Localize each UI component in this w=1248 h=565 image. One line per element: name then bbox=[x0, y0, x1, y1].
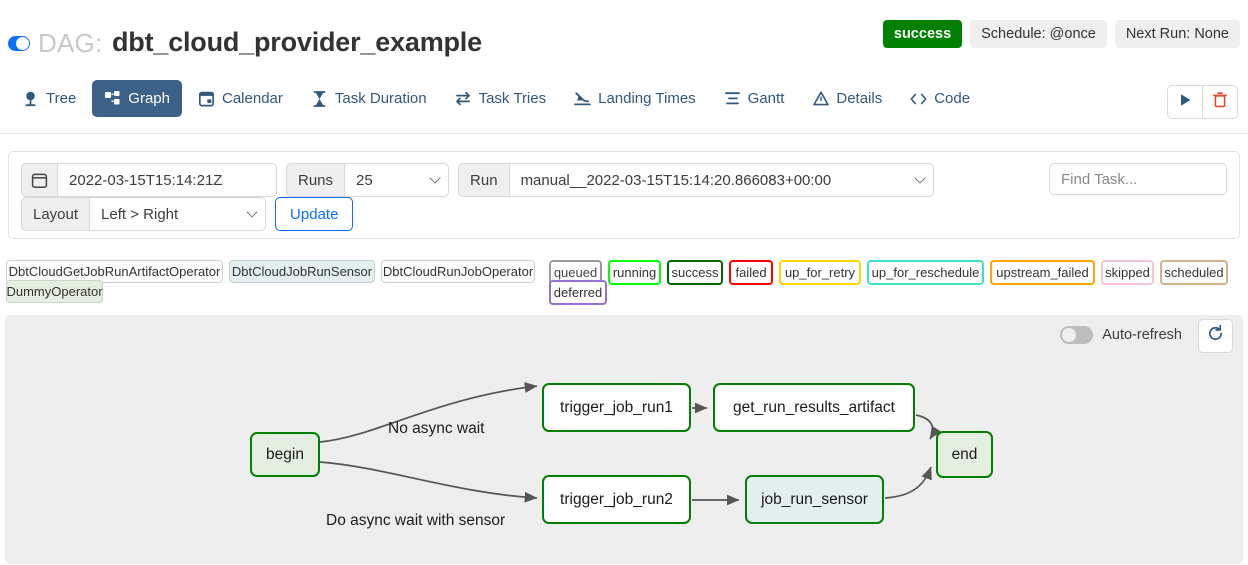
graph-node-begin[interactable]: begin bbox=[250, 432, 320, 477]
layout-select[interactable]: Left > Right bbox=[89, 197, 267, 231]
legend-state-item[interactable]: up_for_retry bbox=[779, 260, 861, 285]
page-title: dbt_cloud_provider_example bbox=[112, 27, 482, 57]
layout-label: Layout bbox=[21, 197, 90, 231]
graph-icon bbox=[104, 90, 121, 107]
tab-gantt[interactable]: Gantt bbox=[712, 80, 797, 117]
tab-code[interactable]: Code bbox=[898, 80, 982, 117]
schedule-badge[interactable]: Schedule: @once bbox=[970, 20, 1107, 49]
layout-group: Layout Left > Right bbox=[21, 197, 267, 231]
dag-paused-toggle[interactable] bbox=[8, 36, 30, 51]
graph-edges bbox=[319, 382, 942, 506]
tab-label: Tree bbox=[46, 90, 77, 107]
legend-state-item[interactable]: failed bbox=[729, 260, 773, 285]
dag-status-badges: success Schedule: @once Next Run: None bbox=[882, 20, 1240, 49]
next-run-badge: Next Run: None bbox=[1114, 20, 1240, 49]
filter-row-secondary: Layout Left > Right Update bbox=[21, 197, 354, 231]
filter-bar: 2022-03-15T15:14:21Z Runs 25 Run manual_… bbox=[8, 151, 1240, 239]
tab-tree[interactable]: Tree bbox=[10, 80, 88, 117]
graph-legend: DbtCloudGetJobRunArtifactOperator DbtClou… bbox=[0, 258, 1248, 555]
runs-label: Runs bbox=[286, 163, 345, 197]
trash-icon bbox=[1213, 91, 1227, 113]
update-button[interactable]: Update bbox=[275, 197, 354, 231]
graph-node-job_run_sensor[interactable]: job_run_sensor bbox=[745, 475, 884, 524]
tab-label: Task Tries bbox=[478, 90, 547, 107]
base-date-group: 2022-03-15T15:14:21Z bbox=[21, 163, 277, 197]
header-divider bbox=[0, 133, 1248, 134]
tab-task-duration[interactable]: Task Duration bbox=[299, 80, 439, 117]
auto-refresh-toggle[interactable] bbox=[1060, 326, 1094, 344]
auto-refresh-control: Auto-refresh bbox=[1060, 326, 1182, 344]
tab-details[interactable]: Details bbox=[800, 80, 894, 117]
gantt-icon bbox=[724, 90, 741, 107]
tab-label: Gantt bbox=[747, 90, 785, 107]
legend-operator-item[interactable]: DbtCloudGetJobRunArtifactOperator bbox=[6, 260, 223, 283]
tab-label: Graph bbox=[128, 90, 170, 107]
code-icon bbox=[910, 90, 927, 107]
auto-refresh-label: Auto-refresh bbox=[1102, 327, 1182, 343]
tab-label: Code bbox=[934, 90, 971, 107]
trigger-dag-button[interactable] bbox=[1168, 86, 1202, 118]
find-task-input[interactable]: Find Task... bbox=[1049, 163, 1227, 195]
dag-action-buttons bbox=[1167, 85, 1238, 119]
tab-label: Calendar bbox=[222, 90, 283, 107]
legend-operator-item[interactable]: DbtCloudJobRunSensor bbox=[229, 260, 375, 283]
status-badge: success bbox=[882, 20, 963, 49]
hourglass-icon bbox=[311, 90, 328, 107]
run-label: Run bbox=[458, 163, 509, 197]
legend-state-item[interactable]: deferred bbox=[549, 280, 607, 305]
tab-graph[interactable]: Graph bbox=[92, 80, 182, 117]
graph-node-trigger_job_run2[interactable]: trigger_job_run2 bbox=[542, 475, 691, 524]
run-select[interactable]: manual__2022-03-15T15:14:20.866083+00:00 bbox=[508, 163, 934, 197]
legend-state-item[interactable]: scheduled bbox=[1160, 260, 1228, 285]
tab-calendar[interactable]: Calendar bbox=[186, 80, 295, 117]
tab-list: Tree Graph Calendar Task Duration bbox=[10, 80, 982, 117]
dag-view-tabs: Tree Graph Calendar Task Duration bbox=[0, 80, 1248, 134]
graph-node-trigger_job_run1[interactable]: trigger_job_run1 bbox=[542, 383, 691, 432]
tab-task-tries[interactable]: Task Tries bbox=[443, 80, 559, 117]
tab-label: Landing Times bbox=[598, 90, 696, 107]
legend-state-item[interactable]: running bbox=[608, 260, 661, 285]
legend-operator-item[interactable]: DummyOperator bbox=[6, 280, 103, 303]
graph-edge-label: Do async wait with sensor bbox=[326, 512, 506, 529]
legend-state-item[interactable]: skipped bbox=[1101, 260, 1154, 285]
graph-edge-label: No async wait bbox=[388, 420, 485, 437]
runs-group: Runs 25 bbox=[286, 163, 450, 197]
calendar-icon[interactable] bbox=[21, 163, 57, 197]
legend-state-item[interactable]: upstream_failed bbox=[990, 260, 1095, 285]
dag-prefix-label: DAG: bbox=[38, 28, 103, 58]
refresh-icon bbox=[1207, 324, 1224, 347]
filter-row-primary: 2022-03-15T15:14:21Z Runs 25 Run manual_… bbox=[21, 163, 934, 197]
base-date-input[interactable]: 2022-03-15T15:14:21Z bbox=[57, 163, 277, 197]
legend-operator-item[interactable]: DbtCloudRunJobOperator bbox=[381, 260, 535, 283]
legend-state-item[interactable]: up_for_reschedule bbox=[867, 260, 984, 285]
runs-select[interactable]: 25 bbox=[344, 163, 450, 197]
tree-icon bbox=[22, 90, 39, 107]
graph-node-get_run_results_artifact[interactable]: get_run_results_artifact bbox=[713, 383, 915, 432]
delete-dag-button[interactable] bbox=[1202, 86, 1237, 118]
calendar-icon bbox=[198, 90, 215, 107]
legend-state-item[interactable]: success bbox=[667, 260, 723, 285]
play-icon bbox=[1179, 93, 1192, 112]
page-header: DAG: dbt_cloud_provider_example success … bbox=[0, 0, 1248, 70]
graph-canvas-panel: Auto-refresh bbox=[5, 315, 1243, 564]
landing-times-icon bbox=[574, 90, 592, 107]
graph-node-end[interactable]: end bbox=[936, 431, 993, 478]
run-group: Run manual__2022-03-15T15:14:20.866083+0… bbox=[458, 163, 934, 197]
tab-landing-times[interactable]: Landing Times bbox=[562, 80, 708, 117]
warning-icon bbox=[812, 90, 829, 107]
tab-label: Task Duration bbox=[334, 90, 427, 107]
tab-label: Details bbox=[836, 90, 883, 107]
refresh-button[interactable] bbox=[1198, 319, 1233, 353]
retry-icon bbox=[455, 90, 472, 107]
